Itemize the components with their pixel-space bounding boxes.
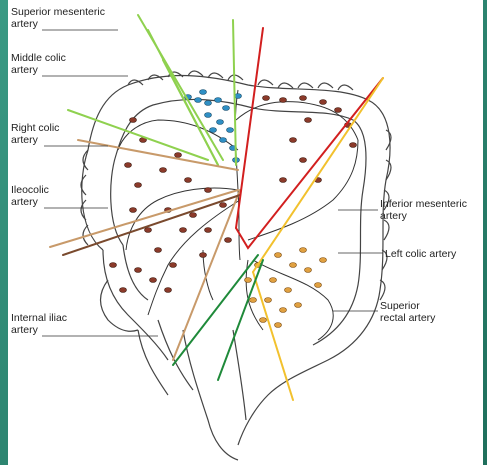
green-line-3 [233, 20, 236, 165]
tan-line-2 [50, 190, 238, 247]
label-middle-colic: Middle colic artery [11, 52, 66, 76]
label-superior-rectal: Superior rectal artery [380, 300, 435, 324]
leader-lines [42, 30, 383, 336]
diagram-canvas: Superior mesenteric artery Middle colic … [8, 0, 483, 465]
label-left-colic: Left colic artery [385, 248, 456, 260]
yellow-line-1 [253, 78, 383, 272]
tan-line-3 [173, 190, 240, 360]
colon-illustration [8, 0, 483, 465]
label-ileocolic: Ileocolic artery [11, 184, 49, 208]
label-inferior-mesenteric: Inferior mesenteric artery [380, 198, 467, 222]
label-right-colic: Right colic artery [11, 122, 59, 146]
overlay-lines [50, 15, 383, 400]
red-line-1 [236, 28, 263, 228]
label-internal-iliac: Internal iliac artery [11, 312, 67, 336]
label-superior-mesenteric: Superior mesenteric artery [11, 6, 105, 30]
green-line-4 [68, 110, 208, 160]
lymph-nodes-brown [110, 96, 357, 293]
